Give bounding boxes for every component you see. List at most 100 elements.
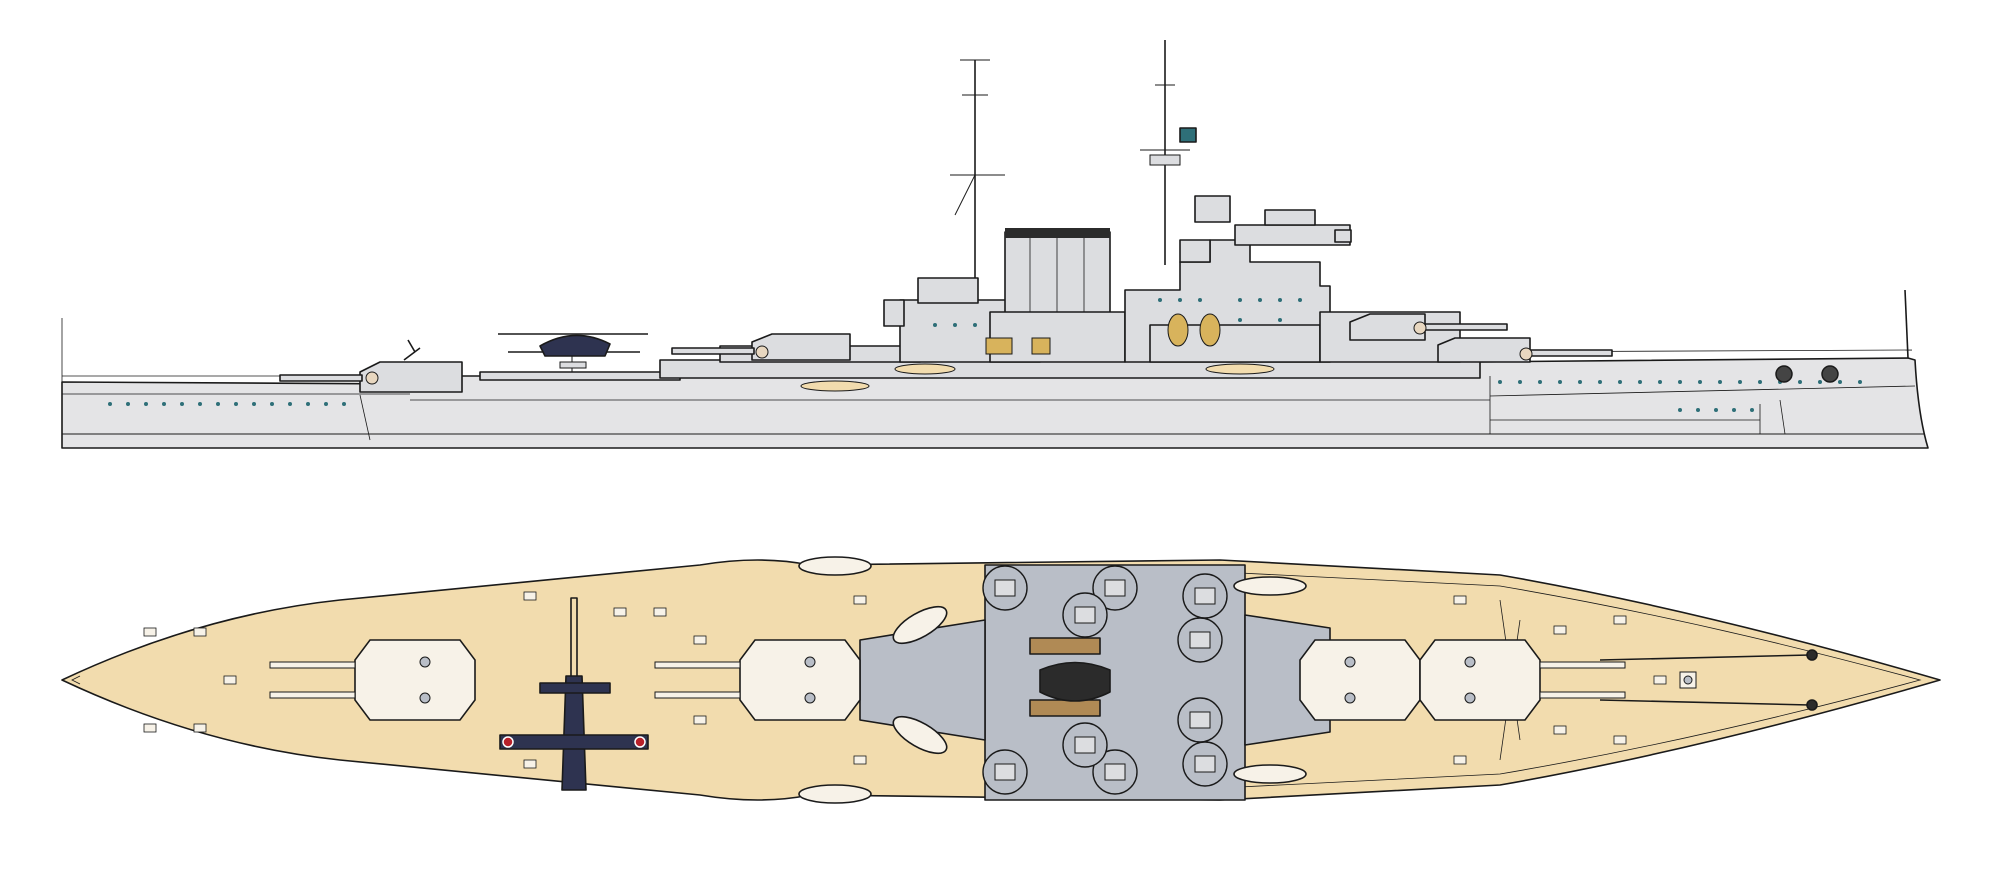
porthole [216, 402, 220, 406]
bow-fittings [1599, 649, 1818, 711]
porthole [1838, 380, 1842, 384]
porthole [162, 402, 166, 406]
porthole [1758, 380, 1762, 384]
porthole [324, 402, 328, 406]
gun-barrel [1539, 661, 1626, 669]
funnel-cap [1005, 228, 1110, 238]
deck-vent [193, 723, 207, 733]
porthole [126, 402, 130, 406]
porthole [1738, 380, 1742, 384]
top-plan-view [61, 556, 1941, 804]
deck-boats [798, 556, 1307, 804]
porthole [234, 402, 238, 406]
gun-barrel [1539, 691, 1626, 699]
turret-roof [354, 639, 476, 721]
mount-house [1104, 763, 1126, 781]
superstructure [479, 127, 1481, 381]
mount-house [994, 579, 1016, 597]
deck-vent [653, 607, 667, 617]
mainmast [950, 59, 1005, 300]
porthole [288, 402, 292, 406]
deck-vent [193, 627, 207, 637]
mount-house [1104, 579, 1126, 597]
porthole [144, 402, 148, 406]
turret-y-side [279, 361, 463, 393]
porthole [1732, 408, 1736, 412]
main-turrets-plan [269, 639, 1626, 721]
main-turret [269, 639, 476, 721]
deck-vent [1613, 735, 1627, 745]
mount-house [1074, 736, 1096, 754]
mount-house [1074, 606, 1096, 624]
porthole [108, 402, 112, 406]
porthole [342, 402, 346, 406]
gun-barrel [269, 661, 356, 669]
porthole [1678, 408, 1682, 412]
deck-vent [143, 723, 157, 733]
superstructure-portholes [933, 298, 1302, 327]
hull-portholes [108, 365, 1862, 412]
side-boats [800, 313, 1275, 392]
porthole [252, 402, 256, 406]
porthole [1714, 408, 1718, 412]
porthole [1538, 380, 1542, 384]
gun-barrel [654, 691, 741, 699]
porthole [306, 402, 310, 406]
deck-vent [1553, 725, 1567, 735]
floatplane-plan [499, 597, 649, 791]
deck-vent [523, 591, 537, 601]
porthole [180, 402, 184, 406]
deck-vent [1553, 625, 1567, 635]
turret-roof [1419, 639, 1541, 721]
turret-x-side [671, 333, 851, 361]
mount-house [1194, 587, 1216, 605]
turret-hatch [804, 656, 816, 668]
side-profile-view [61, 40, 1929, 449]
porthole [1518, 380, 1522, 384]
gun-barrel [654, 661, 741, 669]
deck-vent [693, 635, 707, 645]
turret-hatch [1344, 692, 1356, 704]
porthole [1498, 380, 1502, 384]
floatplane-side [498, 333, 648, 372]
deck-vent [613, 607, 627, 617]
deck-vent [1453, 595, 1467, 605]
porthole [1598, 380, 1602, 384]
turret-roof [739, 639, 861, 721]
porthole [198, 402, 202, 406]
turret-hatch [1344, 656, 1356, 668]
deck-vent [223, 675, 237, 685]
main-turret [654, 639, 861, 721]
porthole [1578, 380, 1582, 384]
deck-vent [853, 595, 867, 605]
mount-house [1194, 755, 1216, 773]
secondary-turret [982, 565, 1028, 611]
porthole [1638, 380, 1642, 384]
secondary-turret [1062, 722, 1108, 768]
roundel-icon [502, 736, 514, 748]
rangefinder-director [1179, 127, 1197, 143]
turret-a-side [1437, 337, 1613, 363]
deck-vent [143, 627, 157, 637]
secondary-turret [1062, 592, 1108, 638]
gun-barrel [269, 691, 356, 699]
deck-vent [523, 759, 537, 769]
hawsepipe [1821, 365, 1839, 383]
porthole [1750, 408, 1754, 412]
turret-hatch [1464, 656, 1476, 668]
porthole [1798, 380, 1802, 384]
deck-vent [1653, 675, 1667, 685]
porthole [1678, 380, 1682, 384]
porthole [1718, 380, 1722, 384]
deck-vent [693, 715, 707, 725]
roundel-icon [634, 736, 646, 748]
secondary-turret [1182, 573, 1228, 619]
porthole [1696, 408, 1700, 412]
turret-hatch [804, 692, 816, 704]
porthole [1698, 380, 1702, 384]
secondary-turret [1182, 741, 1228, 787]
secondary-turret [1092, 565, 1138, 611]
mount-house [994, 763, 1016, 781]
